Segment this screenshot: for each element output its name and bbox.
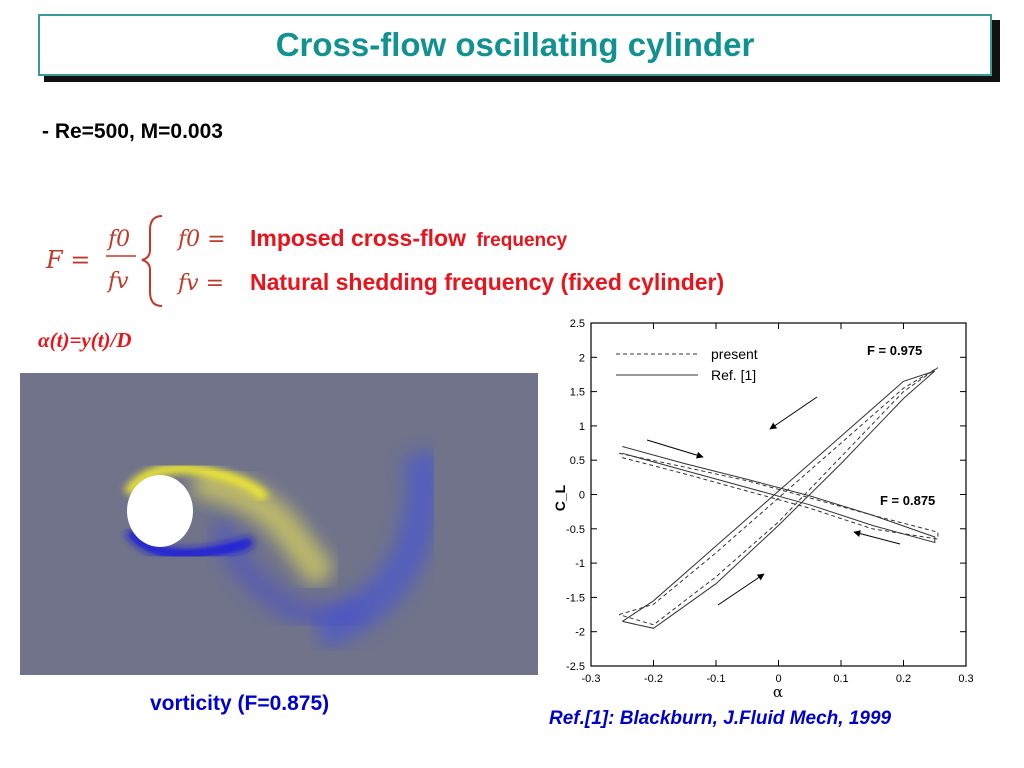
f0-description: Imposed cross-flow frequency: [250, 225, 568, 251]
vorticity-caption: vorticity (F=0.875): [150, 692, 330, 715]
reference-caption: Ref.[1]: Blackburn, J.Fluid Mech, 1999: [549, 708, 892, 729]
y-tick-label: 1.5: [570, 387, 585, 399]
annotation-f0875: F = 0.875: [880, 493, 935, 508]
x-tick-label: -0.2: [644, 673, 663, 685]
y-tick-label: -0.5: [566, 524, 585, 536]
arrow-upper-left: [646, 439, 704, 459]
equation-denominator: fv: [106, 269, 129, 294]
frequency-ratio-equation: F = f0 fv f0 = Imposed cross-flow freque…: [45, 215, 724, 307]
plot-area: [590, 322, 967, 667]
series-line-f0975-solid: [622, 370, 936, 629]
arrow-lower-right: [853, 530, 901, 545]
alpha-definition: α(t)=y(t)/D: [38, 328, 132, 352]
y-tick-label: -2.5: [566, 661, 585, 673]
annotation-f0975: F = 0.975: [867, 343, 922, 358]
series-line-f0975-dashed: [618, 367, 939, 626]
legend-label-present: present: [711, 346, 758, 362]
arrow-lower-left: [717, 573, 765, 606]
series-line-f0875-dashed: [618, 452, 939, 540]
f0-description-main: Imposed cross-flow: [250, 225, 466, 251]
x-tick-label: 0.2: [896, 673, 911, 685]
vorticity-field-image: [20, 373, 538, 675]
y-tick-label: -1.5: [566, 592, 585, 604]
y-tick-label: 2.5: [570, 318, 585, 330]
y-tick-label: -2: [575, 627, 585, 639]
y-tick-label: 1: [579, 421, 585, 433]
cylinder: [127, 475, 193, 547]
title-box: Cross-flow oscillating cylinder: [38, 14, 992, 76]
equation-lhs: F =: [45, 246, 90, 274]
blue-shear-layer: [125, 527, 255, 559]
equation-numerator: f0: [106, 227, 130, 252]
x-axis-label: α: [773, 683, 783, 701]
fv-symbol: fv =: [176, 271, 224, 296]
legend-label-ref: Ref. [1]: [711, 367, 756, 383]
f0-description-small: frequency: [476, 230, 567, 251]
y-tick-label: 0.5: [570, 455, 585, 467]
lift-coefficient-chart: -0.3 -0.2 -0.1 0 0.1 0.2 0.3 2.5 2 1.5 1 0.5 0 -0.5 -1…: [552, 318, 974, 701]
y-tick-label: 0: [579, 490, 585, 502]
y-tick-label: -1: [575, 558, 585, 570]
f0-symbol: f0 =: [176, 227, 226, 252]
y-tick-label: 2: [579, 352, 585, 364]
x-tick-label: -0.3: [582, 673, 601, 685]
x-tick-label: 0.1: [833, 673, 848, 685]
yellow-vortex-wake: [192, 466, 337, 589]
x-tick-label: 0.3: [958, 673, 973, 685]
fv-description: Natural shedding frequency (fixed cylind…: [250, 269, 724, 295]
parameters-line: - Re=500, M=0.003: [42, 120, 223, 143]
arrow-upper-right: [769, 396, 818, 430]
page-title: Cross-flow oscillating cylinder: [275, 26, 755, 63]
yellow-shear-layer: [123, 463, 269, 502]
x-tick-label: 0: [775, 673, 781, 685]
x-tick-label: -0.1: [707, 673, 726, 685]
blue-vortex-lower: [209, 519, 368, 628]
series-line-f0875-solid: [622, 446, 936, 544]
left-brace: [141, 215, 163, 307]
y-axis-label: C_L: [552, 484, 568, 511]
